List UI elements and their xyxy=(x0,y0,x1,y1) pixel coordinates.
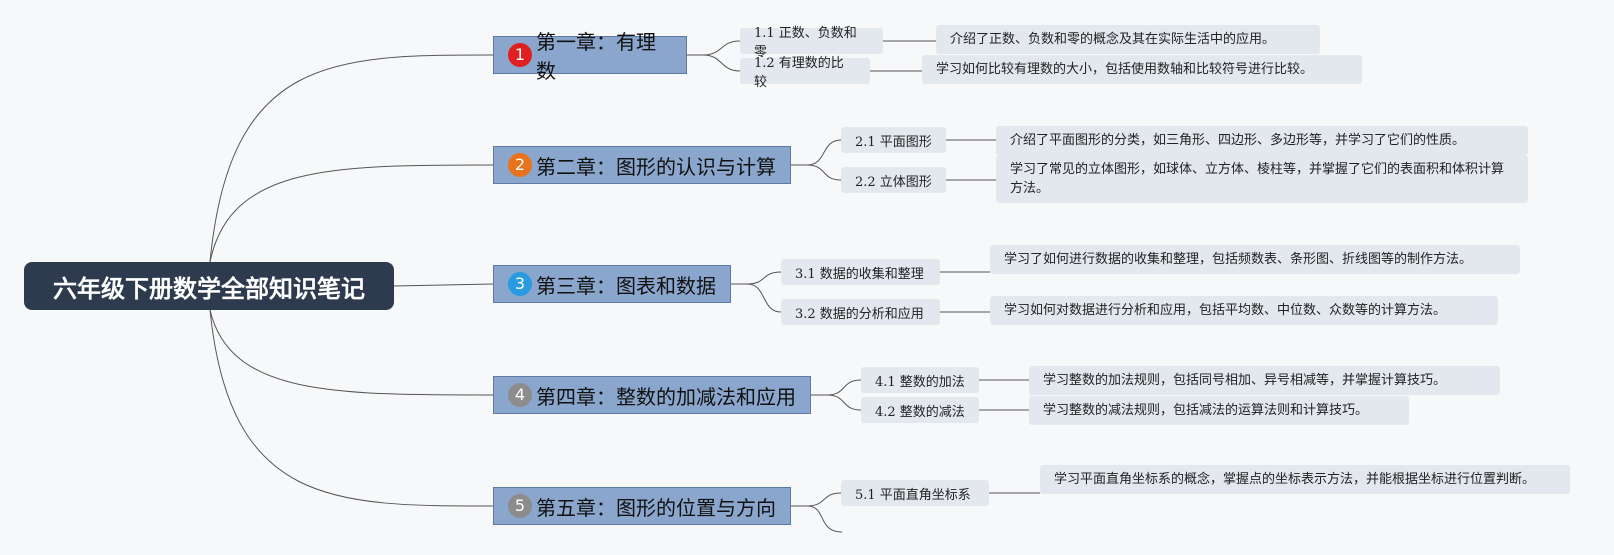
link-chapter-section-4-2 xyxy=(826,394,862,411)
section-3-1-desc-text: 学习了如何进行数据的收集和整理，包括频数表、条形图、折线图等的制作方法。 xyxy=(1004,252,1473,267)
section-5-1-node[interactable]: 5.1 平面直角坐标系 xyxy=(841,480,989,506)
chapter-2-badge: 2 xyxy=(508,153,532,177)
section-2-1-label: 2.1 平面图形 xyxy=(855,134,932,150)
link-chapter-section-1-2 xyxy=(702,54,741,72)
link-chapter-section-4-1 xyxy=(826,379,862,396)
link-root-chapter-1 xyxy=(209,54,494,263)
link-chapter-section-2-1 xyxy=(806,139,842,166)
chapter-5-node[interactable]: 5 第五章：图形的位置与方向 xyxy=(493,487,791,525)
chapter-4-node[interactable]: 4 第四章：整数的加减法和应用 xyxy=(493,376,811,414)
section-1-1-desc-text: 介绍了正数、负数和零的概念及其在实际生活中的应用。 xyxy=(950,32,1276,47)
section-1-1-node[interactable]: 1.1 正数、负数和零 xyxy=(740,26,883,60)
link-chapter-section-5-1 xyxy=(806,492,842,507)
section-3-2-desc-text: 学习如何对数据进行分析和应用，包括平均数、中位数、众数等的计算方法。 xyxy=(1004,303,1447,318)
section-4-2-desc: 学习整数的减法规则，包括减法的运算法则和计算技巧。 xyxy=(1029,396,1409,425)
chapter-5-title: 第五章：图形的位置与方向 xyxy=(536,495,776,520)
section-2-2-node[interactable]: 2.2 立体图形 xyxy=(841,167,946,193)
section-2-2-label: 2.2 立体图形 xyxy=(855,174,932,190)
link-root-chapter-2 xyxy=(209,164,494,263)
section-4-1-desc: 学习整数的加法规则，包括同号相加、异号相减等，并掌握计算技巧。 xyxy=(1029,366,1500,395)
chapter-3-title: 第三章：图表和数据 xyxy=(536,273,716,298)
section-2-2-desc-text: 学习了常见的立体图形，如球体、立方体、棱柱等，并掌握了它们的表面积和体积计算方法… xyxy=(1010,162,1505,196)
section-3-2-node[interactable]: 3.2 数据的分析和应用 xyxy=(781,299,940,325)
link-chapter-section-1-1 xyxy=(702,40,741,56)
section-1-2-desc: 学习如何比较有理数的大小，包括使用数轴和比较符号进行比较。 xyxy=(922,55,1362,84)
section-1-2-desc-text: 学习如何比较有理数的大小，包括使用数轴和比较符号进行比较。 xyxy=(936,62,1314,77)
chapter-1-node[interactable]: 1 第一章：有理数 xyxy=(493,30,687,83)
section-4-2-desc-text: 学习整数的减法规则，包括减法的运算法则和计算技巧。 xyxy=(1043,403,1369,418)
section-3-1-node[interactable]: 3.1 数据的收集和整理 xyxy=(781,259,940,285)
chapter-1-title: 第一章：有理数 xyxy=(536,30,656,83)
link-chapter-section-3-2 xyxy=(746,283,782,313)
section-1-2-node[interactable]: 1.2 有理数的比较 xyxy=(740,56,870,90)
link-root-chapter-5 xyxy=(209,309,494,507)
section-2-2-desc: 学习了常见的立体图形，如球体、立方体、棱柱等，并掌握了它们的表面积和体积计算方法… xyxy=(996,155,1528,203)
section-2-1-node[interactable]: 2.1 平面图形 xyxy=(841,127,946,153)
root-title: 六年级下册数学全部知识笔记 xyxy=(53,274,365,303)
link-root-chapter-3 xyxy=(393,283,494,287)
section-2-1-desc-text: 介绍了平面图形的分类，如三角形、四边形、多边形等，并学习了它们的性质。 xyxy=(1010,133,1466,148)
section-5-1-desc: 学习平面直角坐标系的概念，掌握点的坐标表示方法，并能根据坐标进行位置判断。 xyxy=(1040,465,1570,494)
section-4-2-node[interactable]: 4.2 整数的减法 xyxy=(861,397,979,423)
section-5-1-label: 5.1 平面直角坐标系 xyxy=(855,487,971,503)
section-3-1-desc: 学习了如何进行数据的收集和整理，包括频数表、条形图、折线图等的制作方法。 xyxy=(990,245,1520,274)
link-root-chapter-4 xyxy=(209,309,494,396)
section-1-1-desc: 介绍了正数、负数和零的概念及其在实际生活中的应用。 xyxy=(936,25,1320,54)
chapter-4-badge: 4 xyxy=(508,383,532,407)
chapter-3-badge: 3 xyxy=(508,272,532,296)
section-3-2-desc: 学习如何对数据进行分析和应用，包括平均数、中位数、众数等的计算方法。 xyxy=(990,296,1498,325)
link-chapter-section-3-1 xyxy=(746,271,782,285)
section-1-2-label: 1.2 有理数的比较 xyxy=(754,56,844,90)
chapter-3-node[interactable]: 3 第三章：图表和数据 xyxy=(493,265,731,303)
chapter-1-badge: 1 xyxy=(508,43,532,67)
section-1-1-label: 1.1 正数、负数和零 xyxy=(754,26,857,60)
link-chapter-section-2-2 xyxy=(806,164,842,181)
root-node[interactable]: 六年级下册数学全部知识笔记 xyxy=(24,262,394,310)
link-chapter-5-extra xyxy=(806,505,843,533)
chapter-4-title: 第四章：整数的加减法和应用 xyxy=(536,384,796,409)
section-4-2-label: 4.2 整数的减法 xyxy=(875,404,965,420)
chapter-2-node[interactable]: 2 第二章：图形的认识与计算 xyxy=(493,146,791,184)
section-3-2-label: 3.2 数据的分析和应用 xyxy=(795,306,924,322)
chapter-5-badge: 5 xyxy=(508,494,532,518)
section-4-1-node[interactable]: 4.1 整数的加法 xyxy=(861,367,979,393)
section-3-1-label: 3.1 数据的收集和整理 xyxy=(795,266,924,282)
section-4-1-label: 4.1 整数的加法 xyxy=(875,374,965,390)
section-4-1-desc-text: 学习整数的加法规则，包括同号相加、异号相减等，并掌握计算技巧。 xyxy=(1043,373,1447,388)
section-5-1-desc-text: 学习平面直角坐标系的概念，掌握点的坐标表示方法，并能根据坐标进行位置判断。 xyxy=(1054,472,1536,487)
chapter-2-title: 第二章：图形的认识与计算 xyxy=(536,154,776,179)
section-2-1-desc: 介绍了平面图形的分类，如三角形、四边形、多边形等，并学习了它们的性质。 xyxy=(996,126,1528,155)
